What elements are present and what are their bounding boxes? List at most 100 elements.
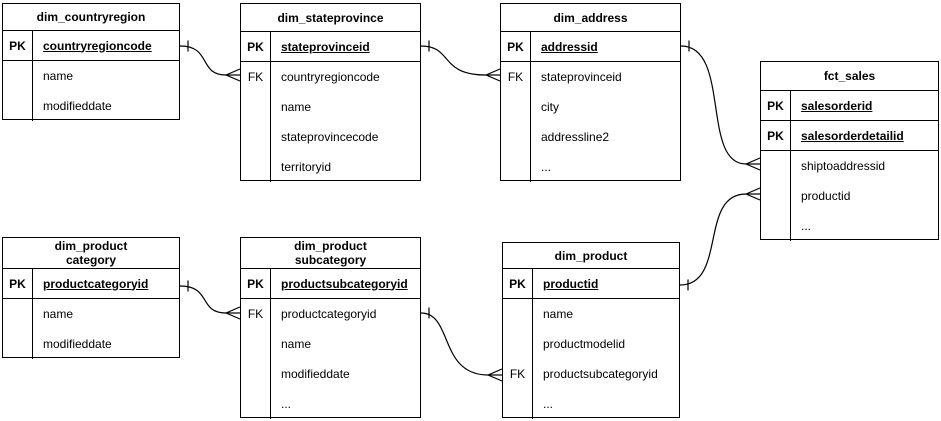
edge-dim_address-fct_sales[interactable] — [680, 40, 761, 171]
attribute-name: name — [281, 337, 312, 351]
crow-foot-icon — [225, 68, 241, 82]
key-label — [241, 122, 271, 152]
edge-dim_stateprovince-dim_address[interactable] — [420, 40, 501, 82]
attribute-name: salesorderid — [801, 98, 873, 113]
attribute-row: name — [241, 92, 420, 122]
key-label — [3, 91, 33, 121]
entity-title-line: category — [65, 253, 117, 267]
key-label — [761, 211, 791, 241]
attribute-name: salesorderdetailid — [801, 128, 904, 143]
entity-title: fct_sales — [761, 62, 938, 91]
attribute-name: productsubcategoryid — [281, 276, 408, 291]
attribute-row: modifieddate — [241, 359, 420, 389]
entity-title-line: dim_product — [554, 248, 628, 263]
attribute-name: name — [43, 69, 74, 83]
key-label — [501, 92, 531, 122]
key-label: PK — [3, 269, 33, 298]
attribute-row: shiptoaddressid — [761, 151, 938, 181]
attribute-row: PK stateprovinceid — [241, 32, 420, 62]
entity-title: dim_stateprovince — [241, 4, 420, 32]
attribute-row: city — [501, 92, 680, 122]
key-label — [503, 299, 533, 329]
attribute-row: territoryid — [241, 152, 420, 182]
attribute-name: stateprovincecode — [281, 130, 379, 144]
attribute-name: stateprovinceid — [281, 39, 370, 54]
entity-title-line: dim_countryregion — [36, 10, 146, 24]
attribute-name: countryregioncode — [281, 70, 380, 84]
key-label: PK — [241, 32, 271, 61]
key-label — [501, 152, 531, 182]
key-label — [503, 329, 533, 359]
attribute-name: name — [281, 100, 312, 114]
key-label — [501, 122, 531, 152]
crow-foot-icon — [745, 157, 761, 171]
attribute-row: modifieddate — [3, 91, 179, 121]
attribute-name: stateprovinceid — [541, 70, 622, 84]
attribute-name: territoryid — [281, 160, 332, 174]
attribute-row: ... — [761, 211, 938, 241]
edge-dim_countryregion-dim_stateprovince[interactable] — [179, 40, 241, 82]
attribute-row: name — [3, 61, 179, 91]
key-label — [241, 389, 271, 419]
key-label — [761, 151, 791, 181]
attribute-name: productmodelid — [543, 337, 626, 351]
attribute-row: FK stateprovinceid — [501, 62, 680, 92]
edge-dim_productsubcategory-dim_product[interactable] — [420, 307, 503, 382]
key-label — [3, 299, 33, 329]
attribute-name: name — [43, 307, 74, 321]
entity-title-line: dim_product — [294, 239, 367, 253]
attribute-row: modifieddate — [3, 329, 179, 359]
attribute-name: modifieddate — [43, 99, 112, 113]
key-label: PK — [3, 31, 33, 60]
attribute-name: ... — [281, 397, 292, 411]
attribute-row: addressline2 — [501, 122, 680, 152]
attribute-name: name — [543, 307, 574, 321]
edge-dim_product-fct_sales[interactable] — [679, 187, 761, 291]
attribute-row: ... — [501, 152, 680, 182]
entity-title: dim_product — [503, 243, 679, 269]
attribute-name: productcategoryid — [43, 276, 149, 291]
entity-title-line: fct_sales — [823, 69, 876, 83]
key-label: FK — [501, 62, 531, 92]
key-label: FK — [241, 62, 271, 92]
attribute-row: PK salesorderdetailid — [761, 121, 938, 151]
key-label: PK — [761, 121, 791, 150]
attribute-row: productid — [761, 181, 938, 211]
entity-title-line: dim_address — [553, 10, 628, 25]
entity-title-line: subcategory — [294, 253, 367, 267]
attribute-name: modifieddate — [43, 337, 112, 351]
entity-title: dim_countryregion — [3, 4, 179, 31]
attribute-row: PK productcategoryid — [3, 269, 179, 299]
attribute-name: modifieddate — [281, 367, 350, 381]
crow-foot-icon — [485, 68, 501, 82]
attribute-row: stateprovincecode — [241, 122, 420, 152]
attribute-row: ... — [503, 389, 679, 419]
attribute-row: PK productsubcategoryid — [241, 269, 420, 299]
attribute-name: ... — [801, 219, 812, 233]
key-label — [3, 329, 33, 359]
key-label — [3, 61, 33, 91]
key-label: FK — [503, 359, 533, 389]
edge-dim_productcategory-dim_productsubcategory[interactable] — [179, 280, 241, 320]
key-label — [241, 92, 271, 122]
attribute-row: name — [503, 299, 679, 329]
crow-foot-icon — [225, 306, 241, 320]
attribute-name: productid — [801, 189, 851, 203]
key-label: FK — [241, 299, 271, 329]
attribute-name: productsubcategoryid — [543, 367, 658, 381]
key-label: PK — [241, 269, 271, 298]
